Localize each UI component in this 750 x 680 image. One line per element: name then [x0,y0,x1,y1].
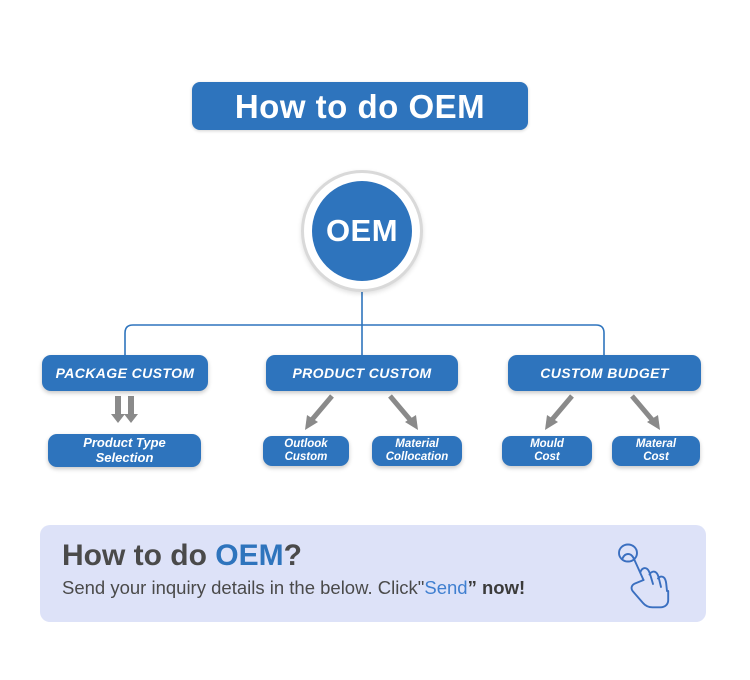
leaf-box-mould-cost[interactable]: Mould Cost [502,436,592,466]
oem-root-circle: OEM [312,181,412,281]
leaf-box-outlook-custom[interactable]: Outlook Custom [263,436,349,466]
page-title: How to do OEM [234,87,486,125]
oem-root-label: OEM [325,213,399,248]
cta-heading-accent: OEM [215,539,284,572]
arrow-product-to-outlook [305,394,334,430]
cta-heading-prefix: How to do [62,539,216,572]
leaf-label-material-collocation: Material Collocation [385,438,449,463]
oem-root-node: OEM [301,170,423,292]
cta-banner: How to do OEM? Send your inquiry details… [40,525,706,622]
cta-send-link[interactable]: Send [424,576,468,598]
cta-subtext-suffix: ” now! [467,576,526,598]
arrow-budget-to-mould-cost [545,394,574,430]
branch-label-custom-budget: CUSTOM BUDGET [540,364,669,381]
arrow-package-to-product-type [111,396,138,423]
hand-cursor-icon [618,543,670,609]
leaf-box-materal-cost[interactable]: Materal Cost [612,436,700,466]
cta-subtext-prefix: Send your inquiry details in the below. … [62,576,425,598]
branch-box-package-custom[interactable]: PACKAGE CUSTOM [42,355,208,391]
leaf-box-product-type-selection[interactable]: Product Type Selection [48,434,201,467]
branch-box-product-custom[interactable]: PRODUCT CUSTOM [266,355,458,391]
arrow-budget-to-materal-cost [630,394,660,430]
leaf-label-materal-cost: Materal Cost [635,438,677,463]
connector-bus [124,324,605,355]
branch-label-package-custom: PACKAGE CUSTOM [55,364,195,381]
arrow-product-to-material-collocation [388,394,418,430]
branch-box-custom-budget[interactable]: CUSTOM BUDGET [508,355,701,391]
leaf-label-product-type-selection: Product Type Selection [83,434,166,465]
leaf-label-outlook-custom: Outlook Custom [284,438,328,463]
leaf-label-mould-cost: Mould Cost [530,438,564,463]
cta-heading: How to do OEM? [62,539,684,573]
cta-subtext: Send your inquiry details in the below. … [62,577,684,599]
cta-heading-suffix: ? [283,539,302,572]
branch-label-product-custom: PRODUCT CUSTOM [292,364,432,381]
page-title-banner: How to do OEM [192,82,528,130]
leaf-box-material-collocation[interactable]: Material Collocation [372,436,462,466]
